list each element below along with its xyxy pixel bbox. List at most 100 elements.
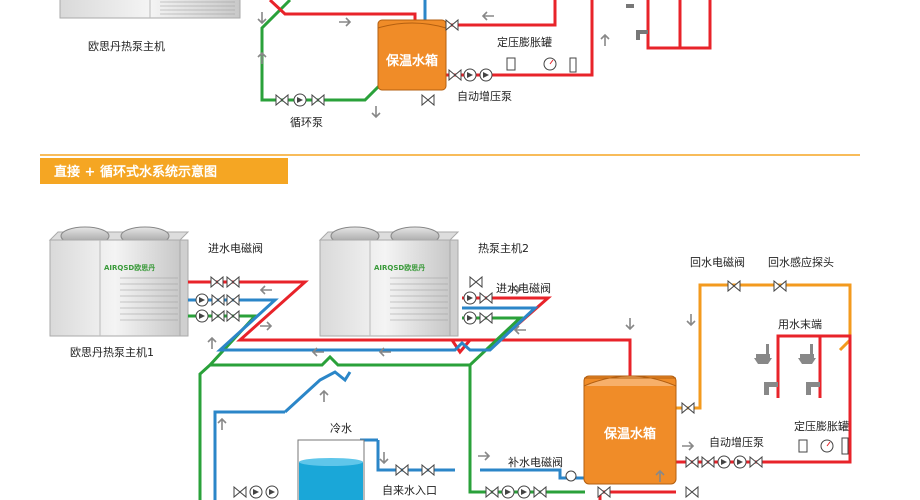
makeup-pump-2: [517, 485, 531, 499]
inlet-valve-label-2: 进水电磁阀: [496, 281, 551, 295]
booster-pump-label: 自动增压泵: [709, 435, 764, 449]
top-booster-pump-label: 自动增压泵: [457, 89, 512, 103]
top-valve-3: [275, 94, 289, 106]
heat-pump-1: AIRQSD欧思丹: [48, 226, 190, 337]
booster-valve-1: [685, 456, 699, 468]
inlet-valve-label-1: 进水电磁阀: [208, 241, 263, 255]
section-banner: 直接 + 循环式水系统示意图: [40, 158, 288, 184]
cold-inlet-pipe: [188, 298, 539, 500]
makeup-valve-label: 补水电磁阀: [508, 455, 563, 469]
arrow-2: [259, 321, 272, 331]
faucet-icon: [764, 382, 778, 395]
bottom-pump-2: [265, 485, 279, 499]
valve-2c: [479, 312, 493, 324]
pump-1a: [195, 293, 209, 307]
shower-icon-2: [798, 344, 816, 364]
section-title: 直接 + 循环式水系统示意图: [54, 164, 217, 180]
top-pump-2: [479, 68, 493, 82]
arrow-11: [681, 441, 694, 451]
makeup-solenoid-valve: [565, 470, 577, 482]
arrow-13: [217, 418, 227, 431]
top-expansion-tank-label: 定压膨胀罐: [497, 35, 552, 49]
tap-inlet-label: 自来水入口: [382, 484, 437, 497]
valve-2b: [479, 292, 493, 304]
tank-return-valve: [681, 402, 695, 414]
bottom-tank-label: 保温水箱: [603, 426, 656, 442]
top-arrow-4: [338, 17, 351, 27]
faucet-icon-2: [806, 382, 820, 395]
arrow-12: [319, 390, 329, 403]
makeup-valve-1: [485, 486, 499, 498]
heat-pump-2: AIRQSD欧思丹: [318, 226, 460, 337]
expansion-tank-label: 定压膨胀罐: [794, 419, 849, 433]
heat-pump-1-logo: AIRQSD欧思丹: [104, 263, 155, 272]
top-heat-pump-label: 欧思丹热泵主机: [88, 39, 165, 53]
top-pump-1: [463, 68, 477, 82]
return-solenoid-valve: [727, 280, 741, 292]
tank-outlet-pipe: [598, 490, 676, 500]
top-valve-4: [311, 94, 325, 106]
inlet-valve-1b: [226, 276, 240, 288]
cold-water-tank: [297, 439, 365, 500]
booster-pump-2: [733, 455, 747, 469]
bottom-valve-1: [233, 486, 247, 498]
top-valve-2: [448, 69, 462, 81]
arrow-1: [260, 285, 273, 295]
top-green-pipe: [260, 0, 387, 102]
heat-pump-1-label: 欧思丹热泵主机1: [70, 345, 154, 359]
valve-1d: [226, 294, 240, 306]
top-faucet-icon: [626, 4, 648, 40]
tank-inlet-pipe: [468, 365, 585, 494]
return-sensor: [773, 280, 787, 292]
top-red-pipe-3: [446, 0, 594, 77]
tank-bottom-valve-2: [685, 486, 699, 498]
shower-icon: [754, 344, 772, 364]
inlet-valve-1a: [210, 276, 224, 288]
top-diagram: 欧思丹热泵主机 保温水箱: [59, 0, 712, 129]
top-red-pipe-1: [268, 0, 417, 22]
valve-1c: [211, 294, 225, 306]
arrow-15: [477, 451, 490, 461]
end-use-supply-pipe: [676, 334, 852, 464]
top-arrow-6: [600, 34, 610, 47]
booster-valve-3: [749, 456, 763, 468]
pump-1b: [195, 309, 209, 323]
tap-inlet-valve-2: [421, 464, 435, 476]
top-circulation-pump-label: 循环泵: [290, 116, 323, 129]
arrow-14: [379, 451, 389, 464]
valve-1e: [211, 310, 225, 322]
tap-inlet-valve-1: [395, 464, 409, 476]
top-arrow-3: [371, 105, 381, 118]
top-red-pipe-2: [438, 0, 557, 27]
return-valve-label: 回水电磁阀: [690, 255, 745, 269]
inlet-valve-2a: [469, 276, 483, 288]
makeup-valve-2: [533, 486, 547, 498]
return-sensor-label: 回水感应探头: [768, 255, 834, 269]
pump-2a: [463, 291, 477, 305]
bottom-diagram: AIRQSD欧思丹 欧思丹热泵主机1 AIRQSD欧思丹 热泵主机2: [48, 226, 852, 500]
bottom-tank: 保温水箱: [583, 375, 677, 485]
end-use-label: 用水末端: [778, 317, 822, 331]
arrow-8: [625, 317, 635, 330]
top-heat-pump-unit: [59, 0, 241, 19]
top-circulation-pump: [293, 93, 307, 107]
return-pipe: [676, 283, 852, 410]
top-expansion-components: [506, 57, 577, 73]
pump-2b: [463, 311, 477, 325]
booster-valve-2: [701, 456, 715, 468]
cold-water-label: 冷水: [330, 422, 352, 435]
arrow-3: [207, 337, 217, 350]
heat-pump-2-logo: AIRQSD欧思丹: [374, 263, 425, 272]
top-arrow-2: [257, 52, 267, 65]
heat-pump-2-label: 热泵主机2: [478, 241, 529, 255]
booster-pump-1: [717, 455, 731, 469]
expansion-tank-components: [798, 437, 849, 455]
valve-1f: [226, 310, 240, 322]
top-drain-valve: [421, 94, 435, 106]
bottom-pump-1: [249, 485, 263, 499]
makeup-pump-1: [501, 485, 515, 499]
arrow-9: [686, 313, 696, 326]
top-arrow-1: [257, 11, 267, 24]
top-arrow-5: [482, 11, 495, 21]
